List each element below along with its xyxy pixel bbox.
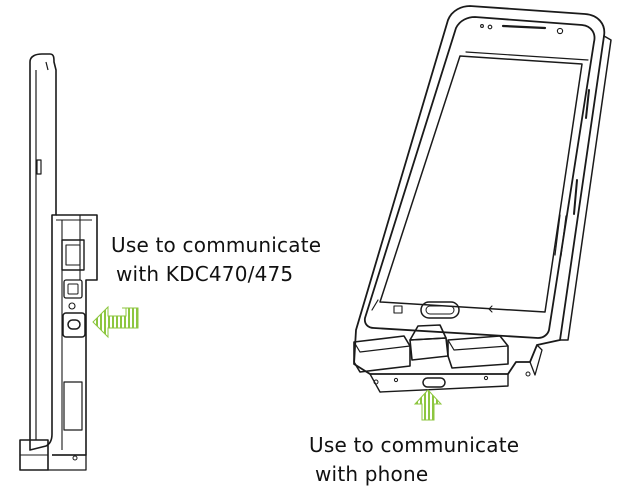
main-device bbox=[353, 5, 612, 377]
bottom-port-caption-line1: Use to communicate bbox=[309, 433, 520, 457]
green-left-arrow-icon bbox=[92, 305, 139, 339]
bottom-usb-c-port-icon bbox=[422, 377, 446, 388]
bottom-connector-module bbox=[353, 324, 509, 393]
usb-c-port-icon bbox=[62, 312, 86, 338]
side-port-caption-line1: Use to communicate bbox=[111, 233, 322, 257]
side-view-device bbox=[19, 53, 98, 471]
green-up-arrow-icon bbox=[413, 389, 443, 421]
bottom-port-caption-line2: with phone bbox=[315, 462, 429, 486]
side-port-caption-line2: with KDC470/475 bbox=[116, 262, 294, 286]
